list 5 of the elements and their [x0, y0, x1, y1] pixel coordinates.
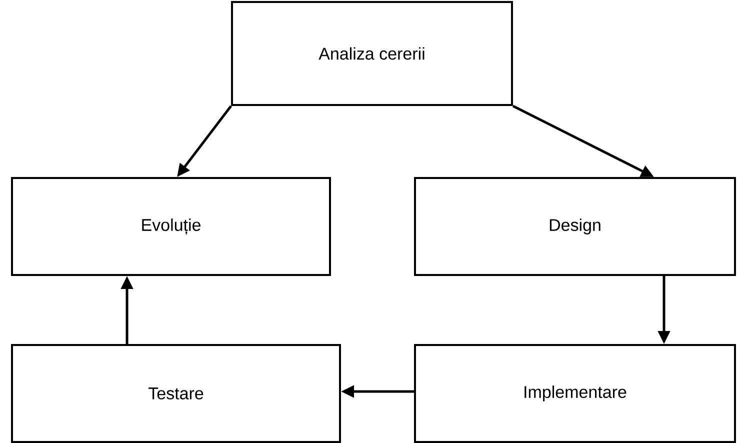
process-box: Design [414, 177, 736, 276]
process-box: Implementare [414, 344, 736, 443]
process-box: Analiza cererii [231, 1, 513, 106]
process-box: Testare [11, 344, 341, 443]
process-box: Evoluție [11, 177, 331, 276]
